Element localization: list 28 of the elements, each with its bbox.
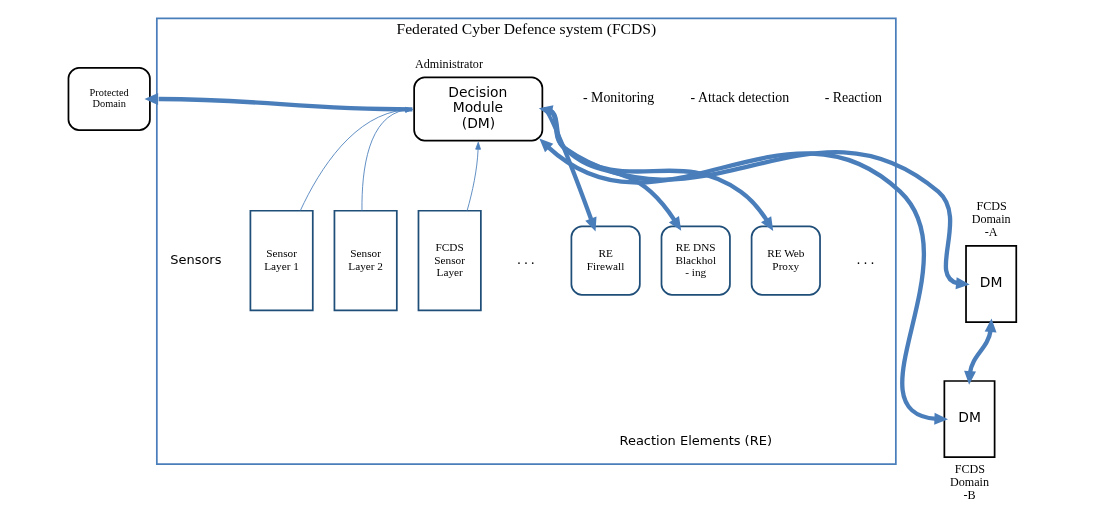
node-box: Sensor Layer 1 xyxy=(249,209,314,312)
node-box: Protected Domain xyxy=(67,66,151,132)
node-label: FCDS Domain -B xyxy=(949,462,990,502)
arrow xyxy=(466,141,481,212)
node-box: RE Web Proxy xyxy=(750,225,821,296)
arrow xyxy=(538,105,970,290)
arrow xyxy=(543,107,774,231)
label: Reaction Elements (RE) xyxy=(619,432,772,448)
label: . . . xyxy=(517,251,535,267)
label: - Attack detection xyxy=(690,90,790,106)
node-box: FCDS Sensor Layer xyxy=(417,209,482,312)
node-box: RE DNS Blackhol - ing xyxy=(660,225,731,296)
arrow xyxy=(361,107,413,211)
label: - Reaction xyxy=(824,90,883,106)
node-box: RE Firewall xyxy=(570,225,641,296)
arrow xyxy=(299,106,413,211)
label: Sensors xyxy=(170,251,222,267)
arrow xyxy=(144,93,413,112)
arrow xyxy=(964,318,997,385)
node-box: Decision Module (DM) xyxy=(413,76,544,142)
label: . . . xyxy=(856,251,875,267)
node-label: Administrator xyxy=(415,56,483,71)
node-label: FCDS Domain -A xyxy=(971,199,1011,240)
label: - Monitoring xyxy=(582,90,655,106)
node-box: Sensor Layer 2 xyxy=(333,209,398,312)
arrow xyxy=(539,138,949,425)
node-box: DM xyxy=(943,380,996,459)
node-box: DM xyxy=(965,244,1018,323)
